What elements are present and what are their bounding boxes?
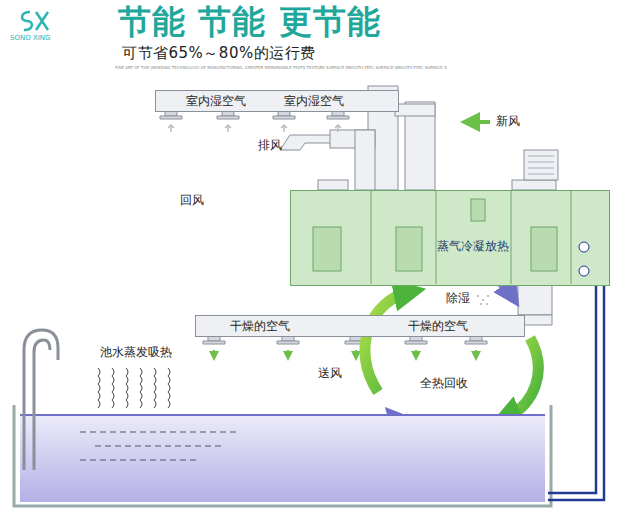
title: 节能 节能 更节能 <box>118 2 381 42</box>
fresh-air-label: 新风 <box>496 114 520 128</box>
unit-top <box>318 150 558 190</box>
subtitle: 可节省65%～80%的运行费 <box>122 44 316 62</box>
duct: 室内湿空气 室内湿空气 <box>155 90 399 112</box>
water-dashes <box>80 432 240 460</box>
supply-air-label: 送风 <box>318 366 342 380</box>
pool-wall <box>14 405 551 506</box>
return-air-label: 回风 <box>180 193 204 207</box>
duct: 干燥的空气 干燥的空气 <box>195 315 525 337</box>
evaporation-label: 池水蒸发吸热 <box>100 345 172 359</box>
dehumid-dots <box>477 295 489 305</box>
fresh-air-arrow <box>470 120 490 124</box>
cycle-arrows <box>365 266 538 435</box>
water-line <box>20 414 545 416</box>
node-text: 室内湿空气 <box>284 94 344 108</box>
logo-mark <box>22 12 48 30</box>
node-text: 干燥的空气 <box>408 319 468 333</box>
vapor-waves <box>98 368 170 408</box>
logo-text: SONO XING <box>10 34 50 42</box>
node-text: 室内湿空气 <box>186 94 246 108</box>
air-handling-unit: 蒸气冷凝放热 <box>290 190 610 286</box>
dehumidify-label: 除湿 <box>446 291 470 305</box>
pool-ladder <box>24 330 58 470</box>
supply-arrows <box>214 350 476 356</box>
pool-water <box>20 415 545 502</box>
small-arrows <box>168 125 341 132</box>
node-text: 蒸气冷凝放热 <box>437 239 509 253</box>
unit-panels <box>291 191 608 284</box>
node-text: 干燥的空气 <box>230 319 290 333</box>
exhaust-label: 排风 <box>258 138 282 152</box>
watermark: FINE ART OF THE GRINDING TECHNOLOGY OF M… <box>115 66 447 71</box>
heat-recovery-label: 全热回收 <box>420 376 468 390</box>
